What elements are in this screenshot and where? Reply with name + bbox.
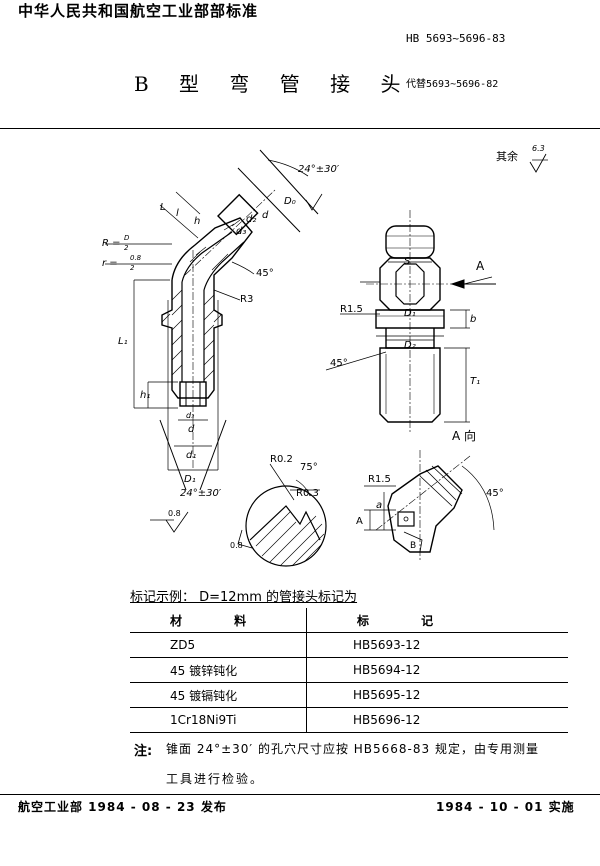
cell-mark: HB5696-12 xyxy=(306,707,568,733)
note-line-2: 工具进行检验。 xyxy=(166,772,265,786)
note-line-1: 锥面 24°±30′ 的孔穴尺寸应按 HB5668-83 规定，由专用测量 xyxy=(166,742,539,756)
dim-angle-75: 75° xyxy=(300,462,318,473)
cell-mark: HB5694-12 xyxy=(306,657,568,683)
table-row: ZD5 HB5693-12 xyxy=(130,632,568,658)
document-title: B 型 弯 管 接 头 xyxy=(134,72,413,96)
dim-angle-45-right: 45° xyxy=(330,358,348,369)
table-row: 45 镀镉钝化 HB5695-12 xyxy=(130,682,568,708)
dim-S: S xyxy=(404,256,411,267)
technical-drawing: 其余 6.3 24°±30′ D₀ L l h d d₂ d₃ R = D 2 … xyxy=(102,144,548,567)
dim-h: h xyxy=(194,216,200,227)
dim-r: r = xyxy=(102,258,118,269)
cell-mark: HB5693-12 xyxy=(306,632,568,658)
dim-R15-view-a: R1.5 xyxy=(368,474,391,485)
dim-D0: D₀ xyxy=(284,196,296,207)
dim-r-den: 2 xyxy=(130,264,135,272)
dim-d1: d₁ xyxy=(186,450,196,461)
section-view xyxy=(105,149,323,533)
dim-R02: R0.2 xyxy=(270,454,293,465)
dim-l: l xyxy=(176,208,179,219)
dim-bottom-D1: D₁ xyxy=(184,474,196,485)
dim-bottom-d: d xyxy=(188,424,195,435)
dim-D2: D₂ xyxy=(404,340,416,351)
dim-bottom-d3: d₃ xyxy=(186,411,194,420)
dim-R-den: 2 xyxy=(124,244,129,252)
dim-b: b xyxy=(470,314,476,325)
replaces-standard: 代替5693~5696-82 xyxy=(406,79,499,90)
dim-d2: d₂ xyxy=(246,214,256,225)
dim-angle-45-view-a: 45° xyxy=(486,488,504,499)
roughness-label: 其余 xyxy=(496,149,518,163)
issuing-organization: 中华人民共和国航空工业部部标准 xyxy=(18,2,259,20)
view-a xyxy=(364,450,495,562)
label-B: B xyxy=(410,541,416,551)
side-view xyxy=(325,210,496,432)
header-mark: 标 记 xyxy=(306,608,568,633)
view-a-title: A 向 xyxy=(452,428,476,443)
dim-h1: h₁ xyxy=(140,390,150,401)
table-row: 45 镀锌钝化 HB5694-12 xyxy=(130,657,568,683)
note-label: 注: xyxy=(134,744,153,759)
dim-d3: d₃ xyxy=(236,226,246,237)
dim-L1: L₁ xyxy=(118,336,128,347)
dim-angle-top: 24°±30′ xyxy=(298,164,340,175)
dim-A-view-a: A xyxy=(356,516,363,527)
cell-material: 1Cr18Ni9Ti xyxy=(130,707,307,733)
dim-T1: T₁ xyxy=(470,376,480,387)
dim-R03: R0.3 xyxy=(296,488,319,499)
detail-view xyxy=(237,463,327,567)
header-material: 材 料 xyxy=(130,608,307,633)
detail-surface-08: 0.8 xyxy=(230,541,243,550)
cell-material: 45 镀锌钝化 xyxy=(130,657,307,683)
marking-example: 标记示例： D=12mm 的管接头标记为 xyxy=(130,590,358,605)
standard-number: HB 5693~5696-83 xyxy=(406,32,506,45)
dim-R3: R3 xyxy=(240,294,253,305)
dim-angle-45-left: 45° xyxy=(256,268,274,279)
table-row: 1Cr18Ni9Ti HB5696-12 xyxy=(130,707,568,733)
dim-L: L xyxy=(160,202,166,213)
dim-d: d xyxy=(262,210,269,221)
table-header-row: 材 料 标 记 xyxy=(130,608,568,633)
header-rule xyxy=(0,128,600,129)
dim-R-num: D xyxy=(124,234,130,242)
materials-table: 材 料 标 记 ZD5 HB5693-12 45 镀锌钝化 HB5694-12 … xyxy=(130,608,568,733)
footer-rule xyxy=(0,794,600,795)
cell-material: 45 镀镉钝化 xyxy=(130,682,307,708)
roughness-symbol xyxy=(529,153,547,173)
roughness-value: 6.3 xyxy=(532,144,545,153)
cell-mark: HB5695-12 xyxy=(306,682,568,708)
dim-r-num: 0.8 xyxy=(130,254,142,262)
cell-material: ZD5 xyxy=(130,632,307,658)
issue-date: 航空工业部 1984 - 08 - 23 发布 xyxy=(18,800,227,814)
dim-R15-right: R1.5 xyxy=(340,304,363,315)
dim-angle-bottom: 24°±30′ xyxy=(180,488,222,499)
dim-D1-right: D₁ xyxy=(404,308,416,319)
view-arrow-label: A xyxy=(476,259,485,273)
dim-R: R = xyxy=(102,238,121,249)
surface-left: 0.8 xyxy=(168,509,181,518)
effective-date: 1984 - 10 - 01 实施 xyxy=(436,800,575,814)
dim-a: a xyxy=(376,500,382,511)
